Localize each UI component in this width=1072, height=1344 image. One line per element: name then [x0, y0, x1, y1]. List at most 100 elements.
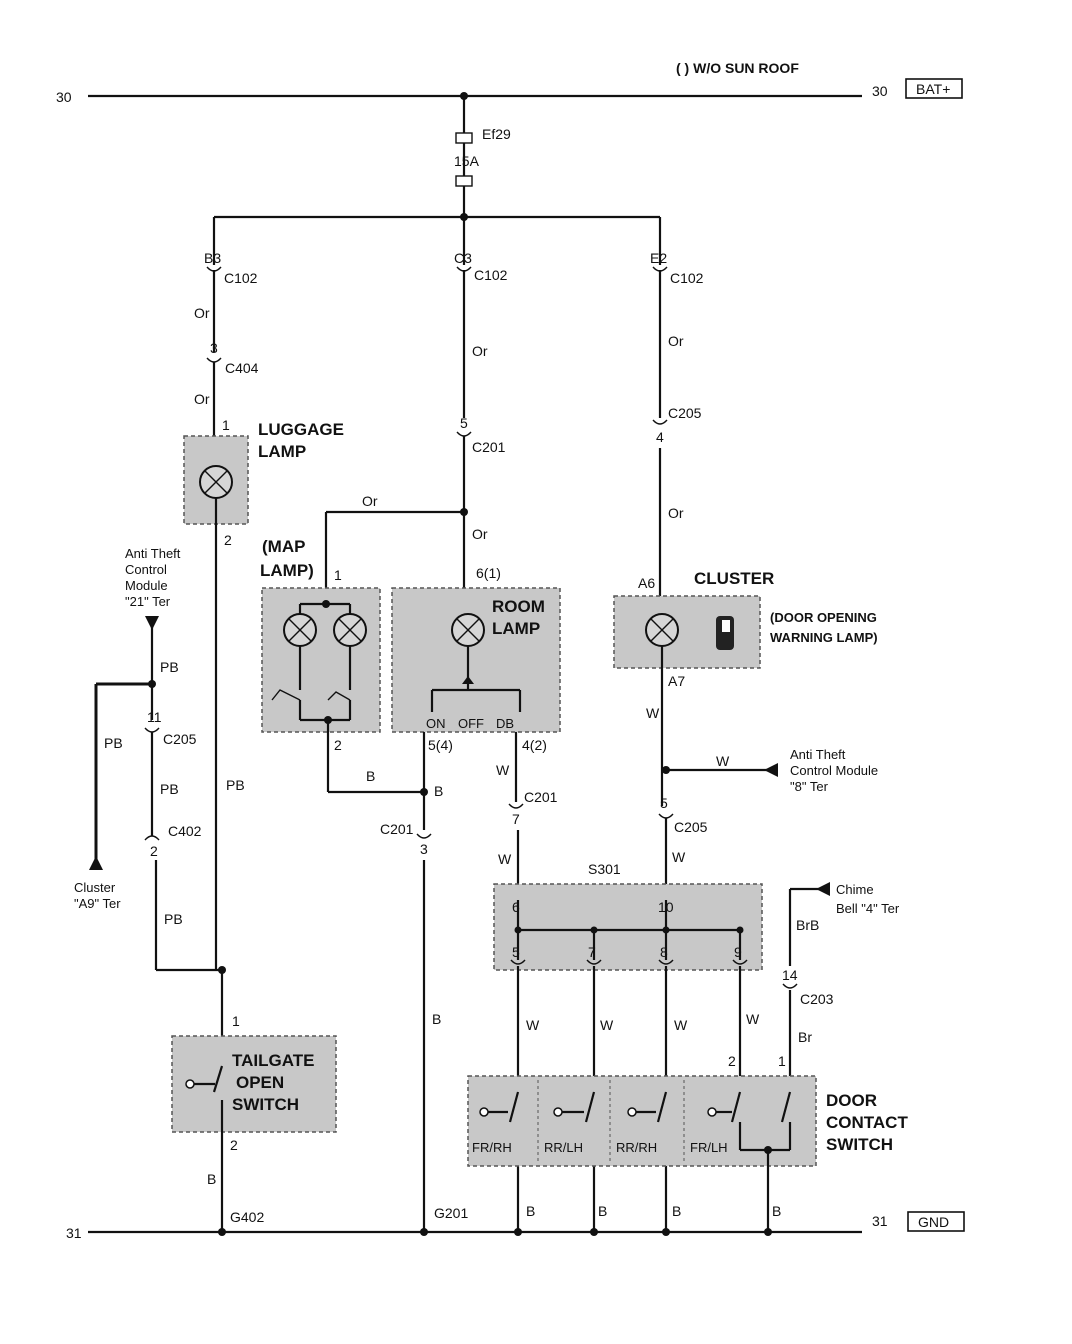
wire-or-b3: Or [194, 305, 210, 321]
tailgate-open-switch: 1 TAILGATE OPEN SWITCH 2 B [171, 970, 337, 1232]
wire-w-d1: W [526, 1017, 540, 1033]
anti-theft-8-label-3: "8" Ter [790, 779, 829, 794]
cluster-warning-2: WARNING LAMP) [770, 630, 878, 645]
splice-label: S301 [588, 861, 621, 877]
wire-or-e2b: Or [668, 505, 684, 521]
door-switch-frrh [479, 1091, 520, 1123]
door-pos-rrlh: RR/LH [544, 1140, 583, 1155]
door-switch-rrlh [553, 1091, 596, 1123]
connector-c404: C404 [225, 360, 259, 376]
wire-brb: BrB [796, 917, 819, 933]
wire-pb-2: PB [104, 735, 123, 751]
wire-w-d3: W [674, 1017, 688, 1033]
map-pin2: 2 [334, 737, 342, 753]
connector-c102-a: C102 [224, 270, 258, 286]
connector-c201-a: C201 [472, 439, 506, 455]
sunroof-note: ( ) W/O SUN ROOF [676, 60, 799, 76]
connector-b3: B3 [204, 250, 221, 266]
wire-w-s301b: W [672, 849, 686, 865]
door-pos-rrrh: RR/RH [616, 1140, 657, 1155]
ground-bus: 31 31 GND G402 G201 B B B B [66, 1203, 965, 1241]
ground-g402: G402 [230, 1209, 264, 1225]
map-lamp-label-1: (MAP [262, 537, 305, 556]
anti-theft-21-label-3: Module [125, 578, 168, 593]
connector-c201-b: C201 [380, 821, 414, 837]
wire-w-a7: W [646, 705, 660, 721]
tailgate-pin2: 2 [230, 1137, 238, 1153]
wire-br: Br [798, 1029, 812, 1045]
wire-pb-3: PB [160, 781, 179, 797]
wire-or-b3b: Or [194, 391, 210, 407]
wire-b-c201: B [434, 783, 443, 799]
room-db: DB [496, 716, 514, 731]
splice-pin-5: 5 [512, 944, 520, 960]
luggage-lamp-label-1: LUGGAGE [258, 420, 344, 439]
tailgate-label-3: SWITCH [232, 1095, 299, 1114]
wire-w-anti: W [716, 753, 730, 769]
luggage-pin2: 2 [224, 532, 232, 548]
door-pin1: 1 [778, 1053, 786, 1069]
wire-w-c201: W [496, 762, 510, 778]
c404-pin: 3 [210, 340, 218, 356]
door-switch-label-1: DOOR [826, 1091, 877, 1110]
wire-or-map: Or [362, 493, 378, 509]
tailgate-label-2: OPEN [236, 1073, 284, 1092]
wire-pb-1: PB [160, 659, 179, 675]
room-off: OFF [458, 716, 484, 731]
splice-s301: S301 6 10 5 7 8 9 [493, 861, 763, 971]
wire-pb-main: PB [226, 777, 245, 793]
tailgate-label-1: TAILGATE [232, 1051, 314, 1070]
cluster-a6: A6 [638, 575, 655, 591]
cluster-warning-1: (DOOR OPENING [770, 610, 877, 625]
c205-pin4: 4 [656, 429, 664, 445]
splice-pin-8: 8 [660, 944, 668, 960]
c205-pin11: 11 [147, 709, 162, 725]
connector-c205-c: C205 [674, 819, 708, 835]
anti-theft-21-branch: Anti Theft Control Module "21" Ter PB PB… [74, 546, 226, 974]
connector-c102-b: C102 [474, 267, 508, 283]
door-pos-frrh: FR/RH [472, 1140, 512, 1155]
connector-c205-b: C205 [163, 731, 197, 747]
room-lamp-label-2: LAMP [492, 619, 540, 638]
c402-pin2: 2 [150, 843, 158, 859]
room-lamp: 6(1) ROOM LAMP ON OFF DB 5(4) B C201 3 B… [380, 565, 561, 1232]
ground-g201: G201 [434, 1205, 468, 1221]
wire-or-room: Or [472, 526, 488, 542]
wire-b-g4: B [772, 1203, 781, 1219]
fuse-ef29: Ef29 15A [454, 96, 511, 217]
gnd-terminal-box [907, 1211, 965, 1232]
wire-pb-4: PB [164, 911, 183, 927]
wire-or-c3: Or [472, 343, 488, 359]
c201-pin3: 3 [420, 841, 428, 857]
ground-left-label: 31 [66, 1225, 82, 1241]
chime-terminal [816, 882, 830, 896]
c205-pin5: 5 [660, 795, 668, 811]
room-pin-on: 5(4) [428, 737, 453, 753]
anti-theft-21-label-4: "21" Ter [125, 594, 171, 609]
cluster-a9-terminal [89, 856, 103, 870]
cluster-a9-label-2: "A9" Ter [74, 896, 121, 911]
wire-w-d2: W [600, 1017, 614, 1033]
cluster-a7: A7 [668, 673, 685, 689]
luggage-lamp-label-2: LAMP [258, 442, 306, 461]
branch-cluster: E2 C102 Or C205 4 Or A6 CLUSTER (DOOR OP… [613, 250, 878, 900]
luggage-pin1: 1 [222, 417, 230, 433]
power-right-label: 30 [872, 83, 888, 99]
ground-right-label: 31 [872, 1213, 888, 1229]
anti-theft-21-label-1: Anti Theft [125, 546, 181, 561]
map-lamp-label-2: LAMP) [260, 561, 314, 580]
room-pin-db: 4(2) [522, 737, 547, 753]
gnd-terminal-label: GND [918, 1214, 949, 1230]
map-lamp: (MAP LAMP) 1 2 B [260, 537, 424, 794]
cluster-label: CLUSTER [694, 569, 774, 588]
wire-b-g1: B [526, 1203, 535, 1219]
door-contact-switch: FR/RH RR/LH RR/RH FR/LH DOOR CONTACT SWI… [467, 1075, 908, 1232]
map-lamp-box [261, 587, 381, 733]
anti-theft-21-terminal [145, 616, 159, 630]
connector-c3: C3 [454, 250, 472, 266]
connector-c402: C402 [168, 823, 202, 839]
room-pin: 6(1) [476, 565, 501, 581]
wire-b-g201: B [432, 1011, 441, 1027]
door-switch-label-2: CONTACT [826, 1113, 908, 1132]
